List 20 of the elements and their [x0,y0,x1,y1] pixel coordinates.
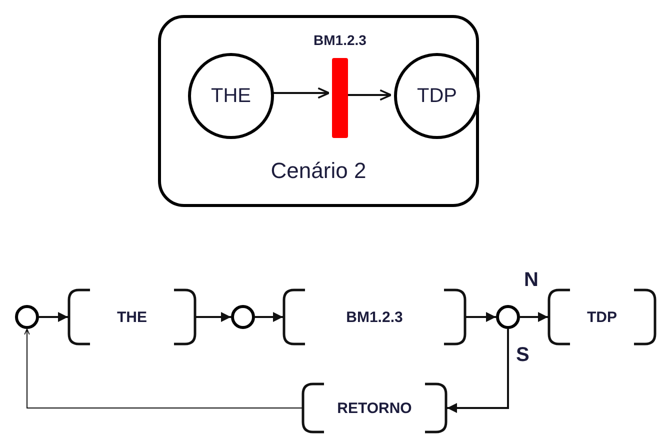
node-label: TDP [417,86,457,106]
bracket-box [548,289,656,345]
node-label: THE [211,86,251,106]
arrow [520,312,548,322]
bracket-box [68,289,196,345]
panel-title: Cenário 2 [270,160,368,182]
node-label: RETORNO [337,400,412,416]
bracket-box [283,289,466,345]
arrow [447,329,509,413]
bracket-box [302,383,447,433]
arrow [466,312,496,322]
arrow [24,328,302,408]
node-label: BM1.2.3 [346,310,403,324]
scenario-panel [158,15,479,207]
arrow [255,312,283,322]
arrow [196,312,231,322]
arrow [39,312,68,322]
node-label: TDP [587,310,617,324]
bar-label: BM1.2.3 [314,33,366,47]
node-label: THE [117,310,147,324]
